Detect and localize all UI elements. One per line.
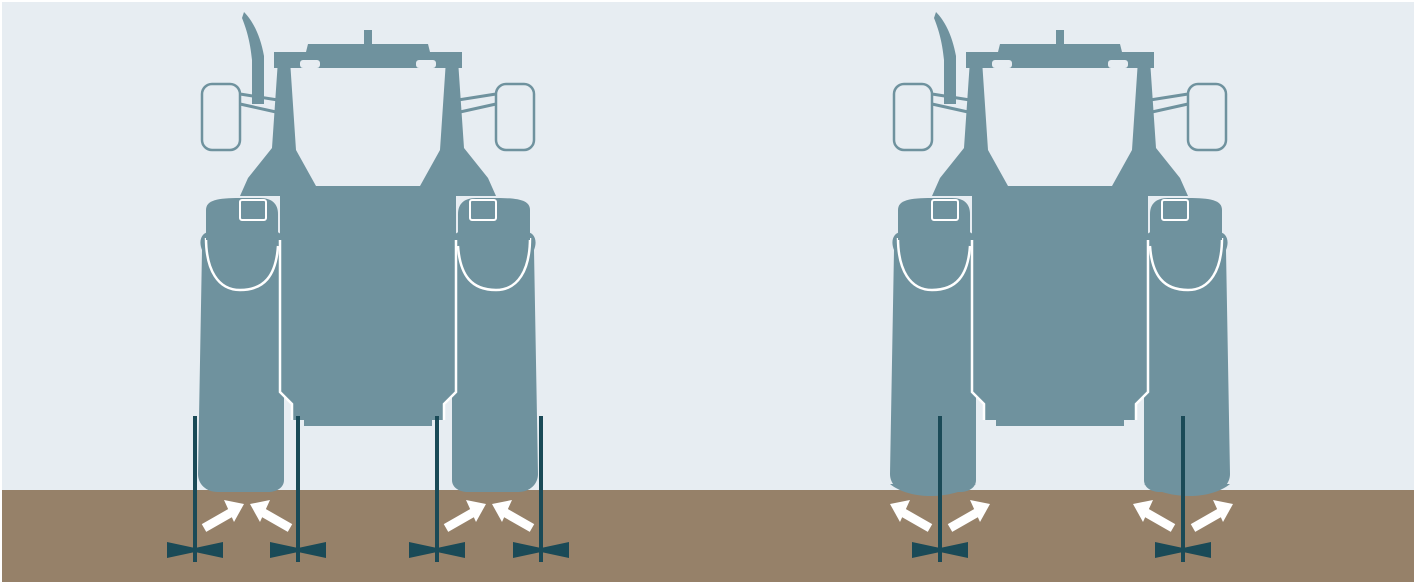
- soil-ground: [0, 490, 1416, 584]
